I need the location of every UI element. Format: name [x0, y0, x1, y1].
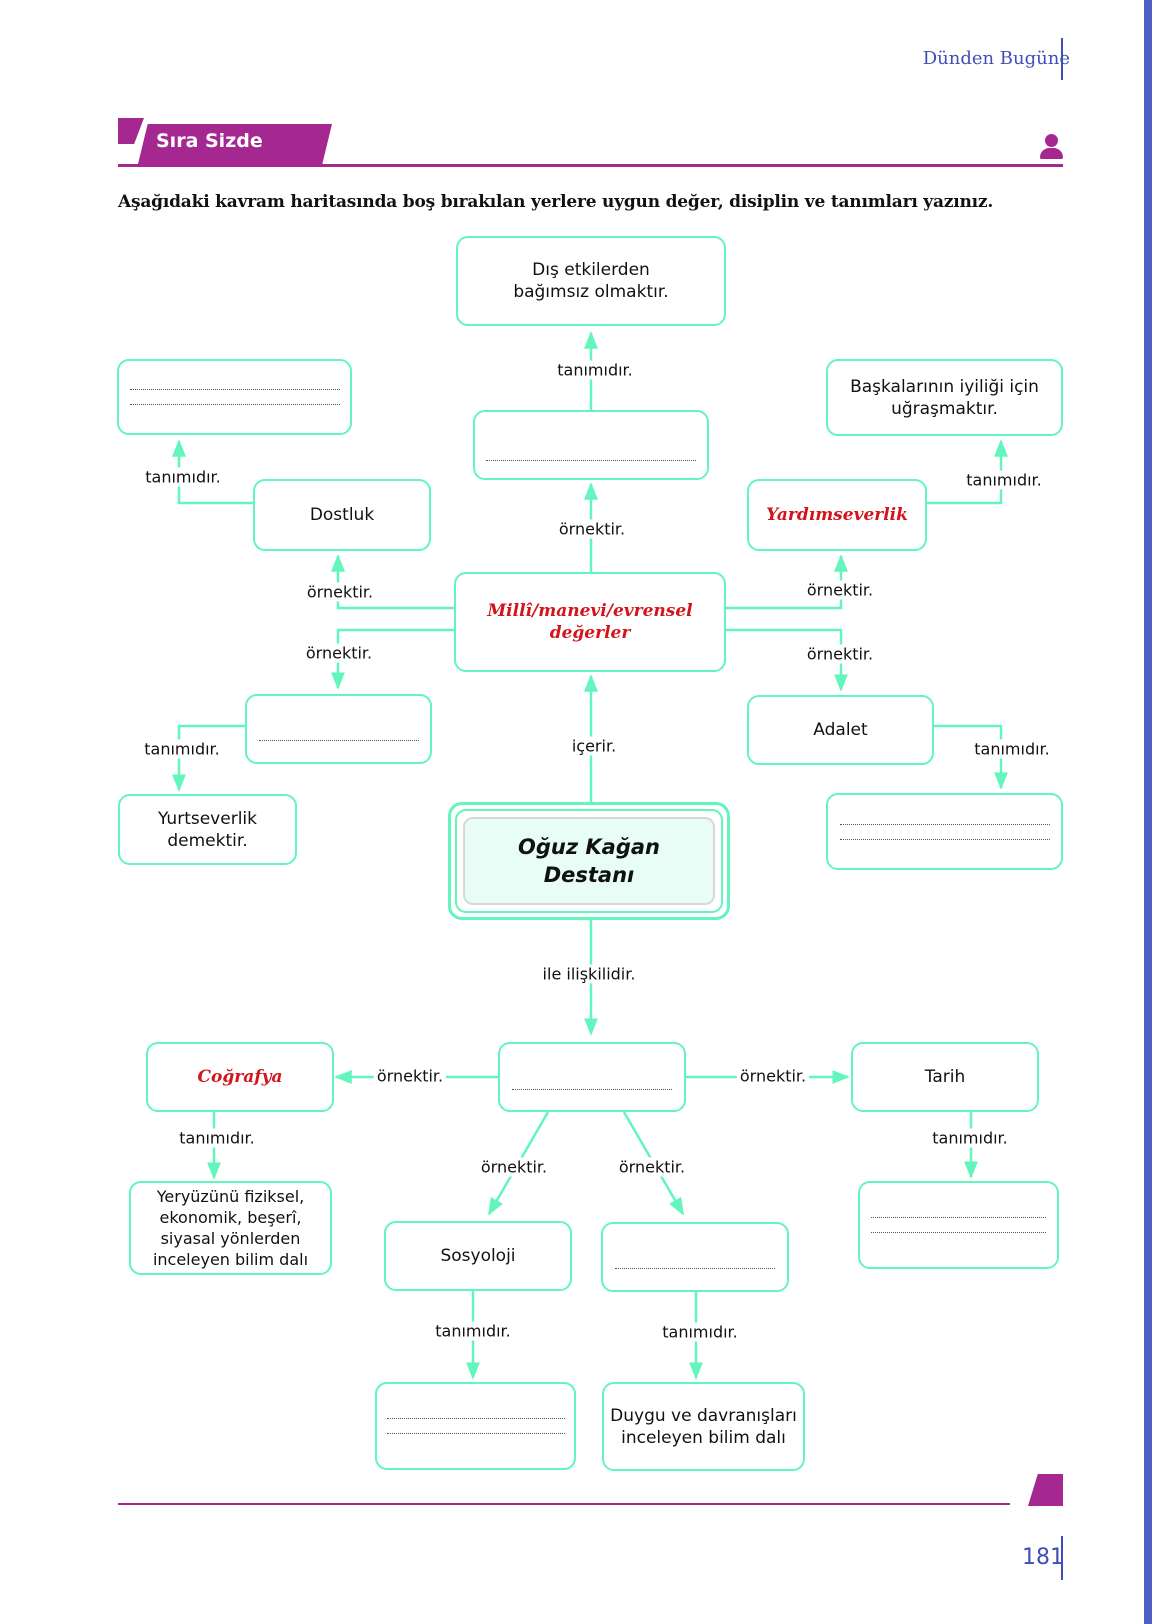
text-line: Coğrafya: [197, 1067, 283, 1087]
text-line: değerler: [549, 623, 631, 643]
label-tanimidir-cografya: tanımıdır.: [176, 1128, 258, 1148]
text-line: Sosyoloji: [440, 1246, 516, 1266]
central-concept-title: Oğuz Kağan Destanı: [463, 817, 715, 905]
label-ornektir-sosyoloji: örnektir.: [477, 1157, 551, 1177]
box-yurtseverlik-definition: Yurtseverlik demektir.: [118, 794, 297, 865]
blank-box-discipline[interactable]: [498, 1042, 686, 1112]
box-adalet: Adalet: [747, 695, 934, 765]
box-cografya-answer: Coğrafya: [146, 1042, 334, 1112]
section-header: Sıra Sizde: [118, 118, 1063, 167]
text-line: uğraşmaktır.: [891, 398, 998, 419]
section-rule: [118, 164, 1063, 167]
box-yardimseverlik-definition: Başkalarının iyiliği için uğraşmaktır.: [826, 359, 1063, 436]
blank-lines: [486, 456, 696, 465]
blank-box-dostluk-definition[interactable]: [117, 359, 352, 435]
label-ornektir-yardimseverlik: örnektir.: [803, 580, 877, 600]
blank-lines: [258, 736, 419, 745]
label-tanimidir-yardimseverlik: tanımıdır.: [963, 470, 1045, 490]
label-tanimidir-yurtseverlik: tanımıdır.: [141, 739, 223, 759]
label-icerir: içerir.: [568, 736, 620, 756]
blank-box-left-value[interactable]: [245, 694, 432, 764]
blank-lines: [129, 385, 340, 409]
text-line: Duygu ve davranışları: [610, 1405, 797, 1426]
footer-rule: [118, 1503, 1010, 1505]
text-line: Dostluk: [309, 505, 375, 525]
text-line: siyasal yönlerden: [160, 1229, 301, 1248]
label-tanimidir-adalet: tanımıdır.: [971, 739, 1053, 759]
section-title: Sıra Sizde: [156, 130, 263, 152]
text-line: Oğuz Kağan: [518, 835, 660, 859]
section-tab: [138, 124, 332, 164]
text-line: Adalet: [813, 720, 868, 740]
box-psikoloji-definition: Duygu ve davranışları inceleyen bilim da…: [602, 1382, 805, 1471]
page-edge-bar: [1144, 0, 1152, 1624]
box-yardimseverlik-answer: Yardımseverlik: [747, 479, 927, 551]
header-rule: [1061, 38, 1063, 80]
box-top-definition: Dış etkilerden bağımsız olmaktır.: [456, 236, 726, 326]
blank-box-adalet-definition[interactable]: [826, 793, 1063, 870]
text-line: Dış etkilerden: [532, 260, 650, 280]
box-values-answer: Millî/manevi/evrensel değerler: [454, 572, 726, 672]
text-line: Başkalarının iyiliği için: [850, 376, 1039, 397]
box-tarih: Tarih: [851, 1042, 1039, 1112]
box-cografya-definition: Yeryüzünü fiziksel, ekonomik, beşerî, si…: [129, 1181, 332, 1275]
page-number-rule: [1061, 1536, 1063, 1580]
text-line: bağımsız olmaktır.: [513, 282, 669, 302]
text-line: Millî/manevi/evrensel: [487, 601, 693, 621]
page-number: 181: [1022, 1545, 1064, 1570]
blank-lines: [386, 1414, 565, 1438]
text-line: Yeryüzünü fiziksel,: [156, 1187, 305, 1206]
instruction-text: Aşağıdaki kavram haritasında boş bırakıl…: [118, 192, 994, 212]
blank-lines: [871, 1213, 1046, 1237]
blank-box-top-value[interactable]: [473, 410, 709, 480]
blank-lines: [615, 1264, 775, 1273]
label-tanimidir-psikoloji: tanımıdır.: [659, 1322, 741, 1342]
central-concept-frame: Oğuz Kağan Destanı: [455, 809, 723, 913]
text-line: ekonomik, beşerî,: [159, 1208, 302, 1227]
blank-box-tarih-definition[interactable]: [858, 1181, 1059, 1269]
label-ornektir-dostluk: örnektir.: [303, 582, 377, 602]
label-tanimidir-top: tanımıdır.: [554, 360, 636, 380]
blank-box-psikoloji[interactable]: [601, 1222, 789, 1292]
label-ornektir-tarih: örnektir.: [736, 1066, 810, 1086]
box-dostluk: Dostluk: [253, 479, 431, 551]
text-line: Yardımseverlik: [766, 505, 908, 525]
label-tanimidir-dostluk: tanımıdır.: [142, 467, 224, 487]
text-line: inceleyen bilim dalı: [621, 1427, 786, 1448]
running-title: Dünden Bugüne: [922, 48, 1070, 69]
text-line: Yurtseverlik: [158, 808, 257, 829]
label-ornektir-adalet: örnektir.: [803, 644, 877, 664]
label-ornektir-top: örnektir.: [555, 519, 629, 539]
text-line: inceleyen bilim dalı: [152, 1250, 309, 1269]
label-tanimidir-sosyoloji: tanımıdır.: [432, 1321, 514, 1341]
label-iliskili: ile ilişkilidir.: [539, 964, 639, 984]
label-ornektir-left-lower: örnektir.: [302, 643, 376, 663]
blank-box-sosyoloji-definition[interactable]: [375, 1382, 576, 1470]
text-line: Destanı: [543, 863, 635, 887]
blank-lines: [512, 1085, 672, 1094]
label-ornektir-psikoloji: örnektir.: [615, 1157, 689, 1177]
blank-lines: [839, 820, 1050, 844]
label-ornektir-cografya: örnektir.: [373, 1066, 447, 1086]
user-icon: [1039, 134, 1063, 160]
box-sosyoloji: Sosyoloji: [384, 1221, 572, 1291]
text-line: Tarih: [924, 1067, 966, 1087]
label-tanimidir-tarih: tanımıdır.: [929, 1128, 1011, 1148]
text-line: demektir.: [167, 830, 248, 851]
central-concept-box: Oğuz Kağan Destanı: [448, 802, 730, 920]
